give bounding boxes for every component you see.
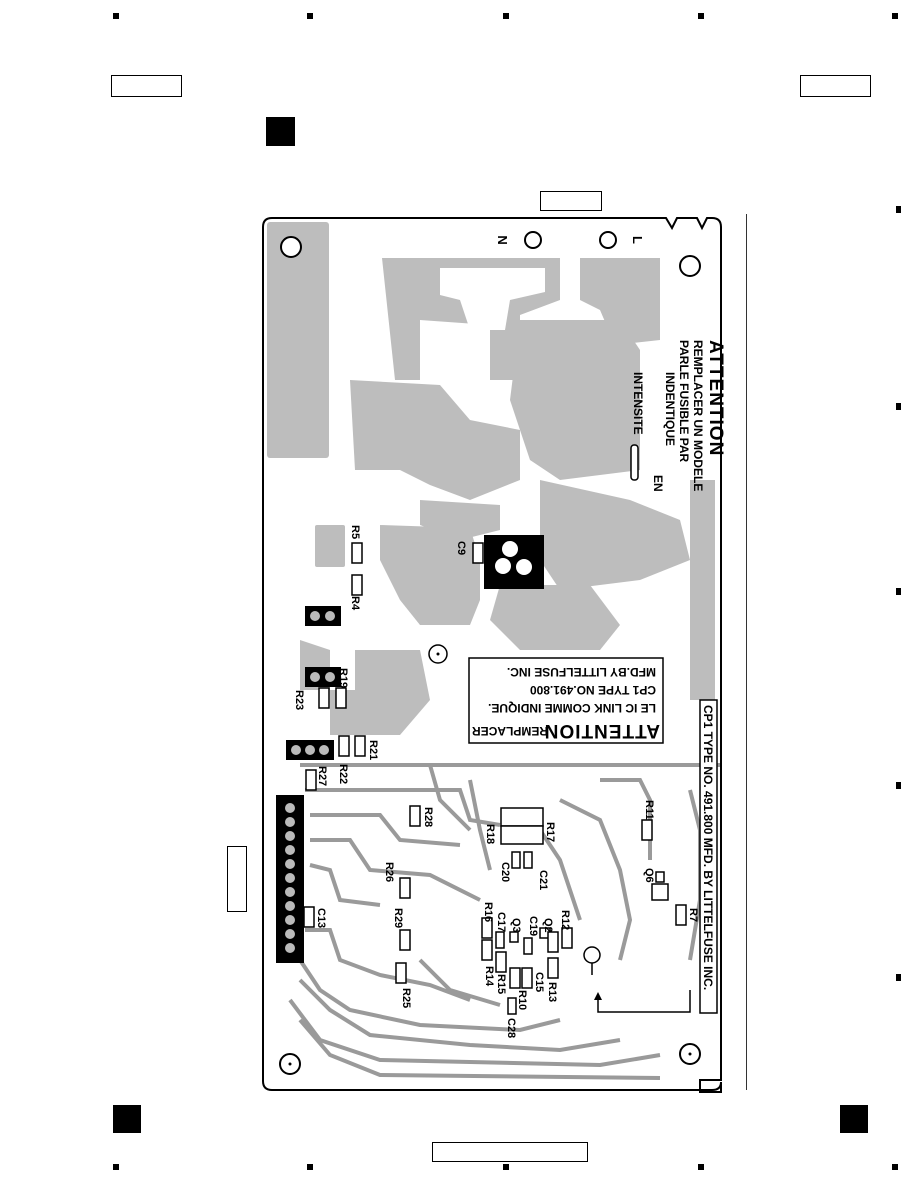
connector-3pin	[286, 740, 334, 760]
connector-header-long	[276, 795, 304, 963]
label-r23: R23	[293, 690, 305, 710]
label-r14: R14	[483, 966, 495, 987]
registration-mark	[307, 1164, 313, 1170]
label-r16: R16	[482, 902, 494, 922]
label-c13: C13	[315, 908, 327, 928]
component-bodies	[303, 542, 687, 1015]
label-q6: Q6	[643, 868, 655, 883]
label-r17: R17	[544, 822, 556, 842]
registration-mark	[307, 13, 313, 19]
corner-square-right	[840, 1105, 868, 1133]
label-r29: R29	[392, 908, 404, 928]
label-c17: C17	[495, 912, 507, 932]
link-notice-heading: ATTENTION	[544, 720, 660, 741]
label-r11: R11	[643, 800, 655, 820]
label-c9: C9	[455, 541, 467, 555]
label-c28: C28	[505, 1018, 517, 1038]
side-mark	[896, 588, 901, 595]
corner-square-left	[113, 1105, 141, 1133]
component-labels: R5 R4 C9 R19 R23 R21 R22 R27 R28 R17 R18…	[293, 525, 699, 1038]
ac-terminal-n: N	[495, 231, 542, 249]
label-r4: R4	[349, 596, 361, 611]
fuse-notice-line-2: PARLE FUSIBLE PAR	[677, 340, 691, 463]
label-r7: R7	[687, 908, 699, 922]
side-label-box	[227, 846, 247, 912]
header-box-right	[800, 75, 871, 97]
ac-terminal-l: L	[599, 231, 645, 249]
label-r22: R22	[337, 764, 349, 784]
label-r12: R12	[559, 910, 571, 930]
registration-mark	[113, 13, 119, 19]
fuse-notice-line-1: REMPLACER UN MODELE	[691, 340, 705, 491]
label-r27: R27	[316, 766, 328, 786]
registration-mark	[113, 1164, 119, 1170]
link-notice-box	[468, 657, 664, 744]
cp1-box	[699, 699, 718, 1014]
footer-box	[432, 1142, 588, 1162]
connector-2pin	[305, 667, 341, 687]
link-notice-line-1: LE IC LINK COMME INDIQUE.	[488, 701, 656, 715]
cp1-link-line	[597, 990, 691, 1013]
link-notice: ATTENTION REMPLACER LE IC LINK COMME IND…	[472, 665, 660, 741]
side-mark	[896, 206, 901, 213]
terminal-n-label: N	[495, 235, 510, 244]
copper-areas	[267, 222, 715, 735]
divider-line	[746, 214, 747, 1090]
cp1-text: CP1 TYPE NO. 491.800 MFD. BY LITTELFUSE …	[701, 705, 715, 990]
registration-mark	[503, 1164, 509, 1170]
label-r5: R5	[349, 525, 361, 539]
label-q3: Q3	[510, 918, 522, 933]
registration-mark	[892, 1164, 898, 1170]
fuse-notice-en: EN	[651, 475, 665, 492]
cp1-arrow	[594, 992, 602, 1000]
test-point	[583, 946, 601, 964]
link-notice-line-2: CP1 TYPE NO.491.800	[530, 683, 656, 697]
side-mark	[896, 403, 901, 410]
fuse-notice-line-4: INTENSITE	[631, 372, 645, 435]
side-mark	[896, 782, 901, 789]
terminal-l-label: L	[630, 236, 645, 244]
section-marker	[266, 117, 295, 146]
fuse-slot	[630, 444, 639, 481]
label-r19: R19	[337, 668, 349, 688]
fuse-notice: ATTENTION REMPLACER UN MODELE PARLE FUSI…	[631, 340, 726, 492]
label-r28: R28	[422, 807, 434, 827]
label-c19: C19	[527, 916, 539, 936]
label-r21: R21	[367, 740, 379, 760]
label-c21: C21	[537, 870, 549, 890]
label-r15: R15	[495, 974, 507, 994]
registration-mark	[503, 13, 509, 19]
regulator-ic	[484, 535, 544, 589]
link-notice-line-3: MFD.BY LITTELFUSE INC.	[507, 665, 656, 679]
board-label-box	[540, 191, 602, 211]
header-box-left	[111, 75, 182, 97]
side-mark	[896, 974, 901, 981]
label-r25: R25	[400, 988, 412, 1008]
label-q2: Q2	[542, 918, 554, 933]
registration-mark	[892, 13, 898, 19]
label-c15: C15	[533, 972, 545, 992]
label-c20: C20	[499, 862, 511, 882]
label-r13: R13	[546, 982, 558, 1002]
label-r26: R26	[383, 862, 395, 882]
connector-3pin-top	[305, 606, 341, 626]
fuse-notice-heading: ATTENTION	[705, 340, 726, 456]
mounting-holes	[279, 236, 701, 1075]
registration-mark	[698, 13, 704, 19]
traces	[288, 763, 720, 1080]
fuse-notice-line-3: INDENTIQUE	[663, 372, 677, 446]
registration-mark	[698, 1164, 704, 1170]
link-notice-replace: REMPLACER	[472, 724, 548, 738]
label-r18: R18	[484, 824, 496, 844]
label-r10: R10	[516, 990, 528, 1010]
